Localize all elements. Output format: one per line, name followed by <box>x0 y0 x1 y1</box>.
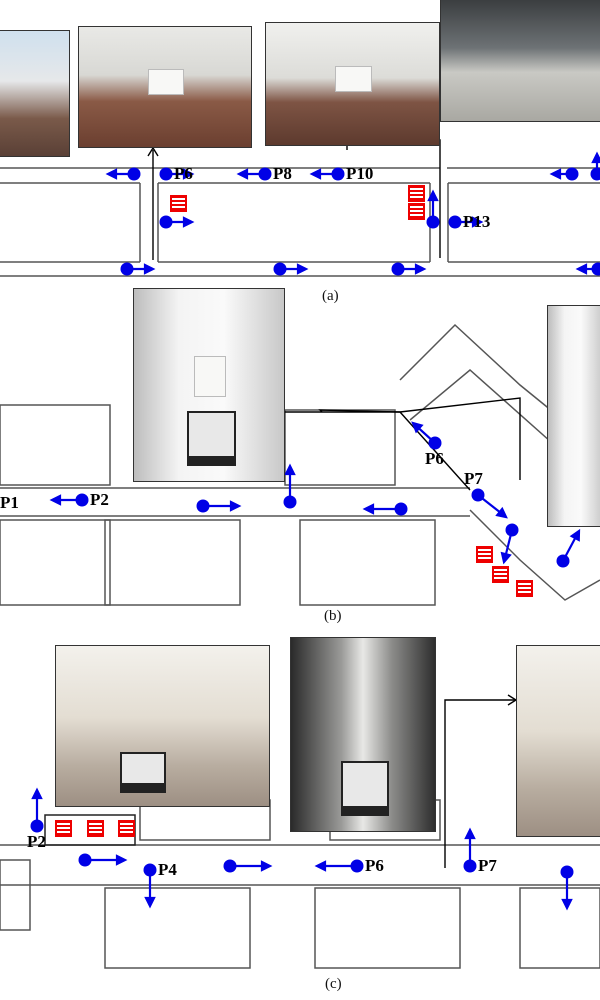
elevator-icon <box>492 566 509 583</box>
arrow-head <box>260 860 273 872</box>
photo-corridor-p6 <box>78 26 252 148</box>
waypoint-dot <box>591 262 600 276</box>
waypoint-label: P13 <box>463 212 491 231</box>
arrow-head <box>549 168 562 180</box>
waypoint-dot <box>78 853 92 867</box>
arrow-head <box>471 216 484 228</box>
waypoint-label: P7 <box>464 469 483 488</box>
waypoint-label: P6 <box>174 164 193 183</box>
waypoint-dot <box>391 262 405 276</box>
elevator-icon <box>170 195 187 212</box>
waypoint-dot <box>127 167 141 181</box>
arrow-head <box>229 500 242 512</box>
arrow-head <box>575 263 588 275</box>
arrow-head <box>362 503 375 515</box>
elevator-icon <box>408 203 425 220</box>
waypoint-dot <box>428 436 442 450</box>
waypoint-dot <box>350 859 364 873</box>
arrow-head <box>464 827 476 840</box>
waypoint-label: P8 <box>273 164 292 183</box>
waypoint-dot <box>471 488 485 502</box>
arrow-head <box>569 528 581 542</box>
waypoint-dot <box>448 215 462 229</box>
waypoint-dot <box>331 167 345 181</box>
arrow-head <box>309 168 322 180</box>
waypoint-label: P6 <box>365 856 384 875</box>
waypoint-dot <box>196 499 210 513</box>
waypoint-dot <box>426 215 440 229</box>
elevator-icon <box>408 185 425 202</box>
waypoint-dot <box>223 859 237 873</box>
elevator-icon <box>55 820 72 837</box>
arrow-head <box>314 860 327 872</box>
waypoint-dot <box>283 495 297 509</box>
arrow-head <box>495 506 508 519</box>
photo-robot-corridor-b <box>133 288 285 482</box>
arrow-head <box>31 787 43 800</box>
waypoint-dot <box>505 523 519 537</box>
waypoint-label: P4 <box>158 860 177 879</box>
waypoint-dot <box>159 167 173 181</box>
arrow-head <box>143 263 156 275</box>
waypoint-label: P7 <box>478 856 497 875</box>
waypoint-label: P2 <box>27 832 46 851</box>
arrow-head <box>182 168 195 180</box>
elevator-icon <box>87 820 104 837</box>
arrow-head <box>236 168 249 180</box>
waypoint-dot <box>463 859 477 873</box>
photo-elevator-doors <box>547 305 600 527</box>
waypoint-dot <box>143 863 157 877</box>
waypoint-dot <box>560 865 574 879</box>
arrow-head <box>414 263 427 275</box>
waypoint-dot <box>120 262 134 276</box>
arrow-head <box>411 421 424 434</box>
waypoint-dot <box>394 502 408 516</box>
photo-robot-corridor-c <box>290 637 436 832</box>
waypoint-dot <box>565 167 579 181</box>
arrow-head <box>296 263 309 275</box>
arrow-head <box>49 494 62 506</box>
caption-a: (a) <box>322 288 339 304</box>
waypoint-label: P6 <box>425 449 444 468</box>
photo-balcony-corridor <box>0 30 70 157</box>
arrow-head <box>561 898 573 911</box>
waypoint-dot <box>75 493 89 507</box>
arrow-head <box>115 854 128 866</box>
photo-unfinished-room <box>516 645 600 837</box>
waypoint-dot <box>273 262 287 276</box>
elevator-icon <box>516 580 533 597</box>
waypoint-dot <box>556 554 570 568</box>
arrow-head <box>144 896 156 909</box>
arrow-head <box>284 463 296 476</box>
elevator-icon <box>118 820 135 837</box>
photo-corridor-p10 <box>265 22 440 146</box>
waypoint-label: P2 <box>90 490 109 509</box>
waypoint-dot <box>590 167 600 181</box>
waypoint-dot <box>159 215 173 229</box>
waypoint-label: P1 <box>0 493 19 512</box>
caption-c: (c) <box>325 976 342 992</box>
waypoint-dot <box>30 819 44 833</box>
waypoint-label: P10 <box>346 164 374 183</box>
arrow-head <box>105 168 118 180</box>
arrow-head <box>182 216 195 228</box>
photo-lobby <box>440 0 600 122</box>
arrow-head <box>500 551 512 565</box>
arrow-head <box>427 189 439 202</box>
arrow-head <box>591 151 600 164</box>
elevator-icon <box>476 546 493 563</box>
waypoint-dot <box>258 167 272 181</box>
photo-construction-site <box>55 645 270 807</box>
caption-b: (b) <box>324 608 342 624</box>
